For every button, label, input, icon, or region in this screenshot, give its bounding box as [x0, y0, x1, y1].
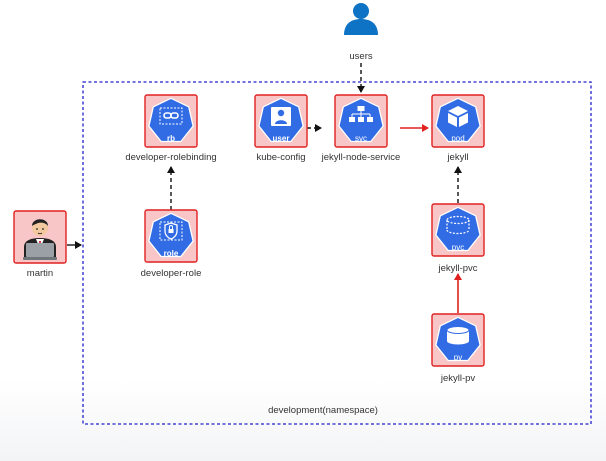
users-node[interactable]	[344, 3, 378, 35]
pv-node[interactable]	[431, 313, 485, 367]
lock-icon	[159, 221, 183, 241]
service-label: jekyll-node-service	[321, 152, 401, 163]
pv-label: jekyll-pv	[440, 373, 476, 384]
users-label: users	[349, 51, 373, 62]
martin-label: martin	[26, 268, 54, 279]
kubeconfig-label: kube-config	[256, 152, 306, 163]
developer-at-laptop-icon	[23, 219, 57, 260]
kubeconfig-node[interactable]	[254, 94, 308, 148]
role-label: developer-role	[140, 268, 202, 279]
cube-icon	[448, 106, 468, 127]
rolebinding-node[interactable]	[144, 94, 198, 148]
pv-badge: pv	[454, 353, 462, 362]
namespace-boundary[interactable]	[82, 81, 592, 425]
role-node[interactable]	[144, 209, 198, 263]
martin-node[interactable]	[13, 210, 67, 264]
rolebinding-label: developer-rolebinding	[125, 152, 217, 163]
namespace-label: development(namespace)	[268, 405, 378, 416]
dashed-cylinder-icon	[446, 215, 470, 235]
cylinder-icon	[446, 326, 470, 345]
pvc-label: jekyll-pvc	[438, 263, 478, 274]
pvc-node[interactable]	[431, 203, 485, 257]
pod-node[interactable]	[431, 94, 485, 148]
person-icon	[344, 3, 378, 35]
service-node[interactable]	[334, 94, 388, 148]
pod-label: jekyll	[447, 152, 469, 163]
pod-badge: pod	[451, 134, 464, 143]
kubeconfig-badge: user	[273, 134, 290, 143]
rb-badge: rb	[167, 134, 175, 143]
network-tree-icon	[349, 106, 373, 122]
user-card-icon	[271, 107, 291, 126]
svc-badge: svc	[355, 134, 367, 143]
role-badge: role	[164, 249, 179, 258]
pvc-badge: pvc	[452, 243, 464, 252]
link-icon	[159, 107, 183, 125]
